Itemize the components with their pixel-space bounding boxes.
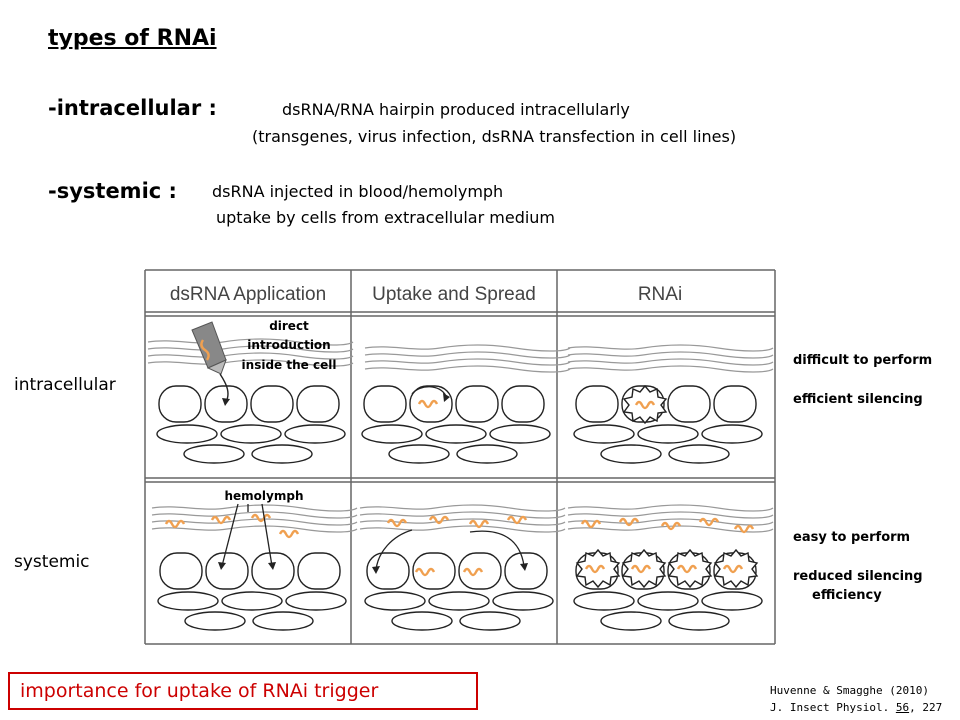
annotation-direct-1: direct <box>269 319 309 333</box>
column-header-uptake: Uptake and Spread <box>372 284 536 305</box>
annotation-hemolymph: hemolymph <box>224 489 303 503</box>
column-header-application: dsRNA Application <box>170 284 326 305</box>
note-systemic-3: efficiency <box>812 588 882 603</box>
slide-title: types of RNAi <box>48 26 217 51</box>
annotation-direct-2: introduction <box>247 338 330 352</box>
column-header-rnai: RNAi <box>638 284 682 305</box>
systemic-heading: -systemic : <box>48 179 177 203</box>
note-intracellular-1: difficult to perform <box>793 353 933 368</box>
diagram-grid <box>144 269 776 645</box>
importance-text: importance for uptake of RNAi trigger <box>20 680 379 702</box>
cell-systemic-uptake <box>359 504 566 631</box>
cell-systemic-rnai <box>567 504 774 631</box>
note-systemic-1: easy to perform <box>793 530 911 545</box>
note-systemic-2: reduced silencing <box>793 569 923 584</box>
cell-systemic-application <box>151 503 358 631</box>
importance-box <box>8 672 478 710</box>
citation-journal: J. Insect Physiol. 56, 227 <box>770 699 942 716</box>
intracellular-heading: -intracellular : <box>48 96 217 120</box>
cell-intracellular-rnai <box>567 344 774 464</box>
annotation-direct-3: inside the cell <box>242 358 337 372</box>
injection-needle-icon <box>191 321 227 375</box>
citation: Huvenne & Smagghe (2010) J. Insect Physi… <box>770 682 942 716</box>
citation-pages: , 227 <box>909 701 943 714</box>
citation-journal-name: J. Insect Physiol. <box>770 701 896 714</box>
systemic-desc-2: uptake by cells from extracellular mediu… <box>216 208 556 227</box>
systemic-desc-1: dsRNA injected in blood/hemolymph <box>212 182 504 201</box>
cell-intracellular-application <box>147 321 354 464</box>
citation-volume: 56 <box>895 701 910 714</box>
intracellular-desc-2: (transgenes, virus infection, dsRNA tran… <box>252 127 737 146</box>
citation-authors: Huvenne & Smagghe (2010) <box>770 684 929 697</box>
cell-intracellular-uptake <box>361 344 571 464</box>
row-label-systemic: systemic <box>14 552 90 572</box>
intracellular-desc-1: dsRNA/RNA hairpin produced intracellular… <box>282 100 630 119</box>
row-label-intracellular: intracellular <box>14 375 116 395</box>
note-intracellular-2: efficient silencing <box>793 392 923 407</box>
